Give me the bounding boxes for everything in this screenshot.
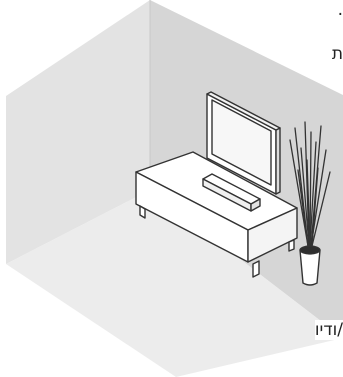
text-fragment-top: . [338, 0, 343, 20]
console-leg-front-left [140, 206, 145, 218]
console-leg-front-right [253, 261, 259, 277]
console-leg-back-right [289, 240, 294, 251]
text-fragment-bottom: ודיו/ [315, 320, 343, 340]
text-fragment-middle: ת [332, 44, 343, 64]
plant-pot-rim [300, 246, 320, 254]
tv-side [276, 128, 280, 194]
plant-pot [300, 250, 320, 285]
